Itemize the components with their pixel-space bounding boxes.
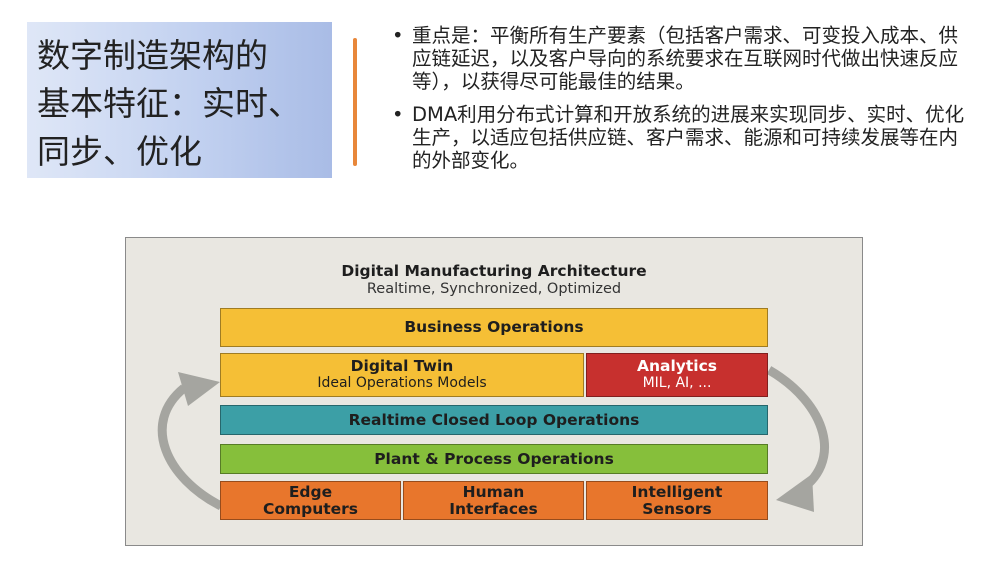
left-arrowhead-icon: [178, 372, 220, 406]
plant-process-layer: Plant & Process Operations: [220, 444, 768, 474]
intelligent-sensors-block: Intelligent Sensors: [586, 481, 768, 520]
accent-divider: [353, 38, 357, 166]
block-line: Edge: [288, 482, 333, 501]
cycle-arrows: [157, 366, 829, 512]
slide-title-box: 数字制造架构的 基本特征：实时、 同步、优化: [27, 22, 332, 178]
digital-twin-sub: Ideal Operations Models: [317, 375, 487, 391]
realtime-closed-loop-layer: Realtime Closed Loop Operations: [220, 405, 768, 435]
diagram-subtitle: Realtime, Synchronized, Optimized: [366, 281, 622, 297]
bullet-item: DMA利用分布式计算和开放系统的进展来实现同步、实时、优化生产，以适应包括供应链…: [392, 103, 972, 172]
bullet-list: 重点是：平衡所有生产要素（包括客户需求、可变投入成本、供应链延迟，以及客户导向的…: [392, 24, 972, 182]
block-line: Intelligent: [631, 482, 723, 501]
title-line: 数字制造架构的: [37, 36, 268, 75]
block-line: Computers: [262, 499, 359, 518]
title-line: 基本特征：实时、: [37, 84, 301, 123]
analytics-sub: MIL, AI, ...: [642, 375, 712, 391]
dma-diagram: Digital Manufacturing Architecture Realt…: [125, 237, 863, 546]
left-cycle-arrow: [157, 384, 224, 511]
right-arrowhead-icon: [776, 474, 814, 512]
title-line: 同步、优化: [37, 132, 202, 171]
edge-computers-block: Edge Computers: [220, 481, 401, 520]
digital-twin-layer: Digital Twin Ideal Operations Models: [220, 353, 584, 397]
block-line: Sensors: [642, 499, 712, 518]
slide-title: 数字制造架构的 基本特征：实时、 同步、优化: [37, 32, 301, 176]
right-cycle-arrow: [766, 366, 829, 497]
business-operations-layer: Business Operations: [220, 308, 768, 347]
bullet-item: 重点是：平衡所有生产要素（包括客户需求、可变投入成本、供应链延迟，以及客户导向的…: [392, 24, 972, 93]
diagram-title: Digital Manufacturing Architecture: [341, 262, 647, 280]
analytics-title: Analytics: [636, 357, 718, 375]
digital-twin-title: Digital Twin: [350, 357, 454, 375]
human-interfaces-block: Human Interfaces: [403, 481, 584, 520]
analytics-layer: Analytics MIL, AI, ...: [586, 353, 768, 397]
block-line: Interfaces: [449, 499, 538, 518]
block-line: Human: [462, 482, 525, 501]
